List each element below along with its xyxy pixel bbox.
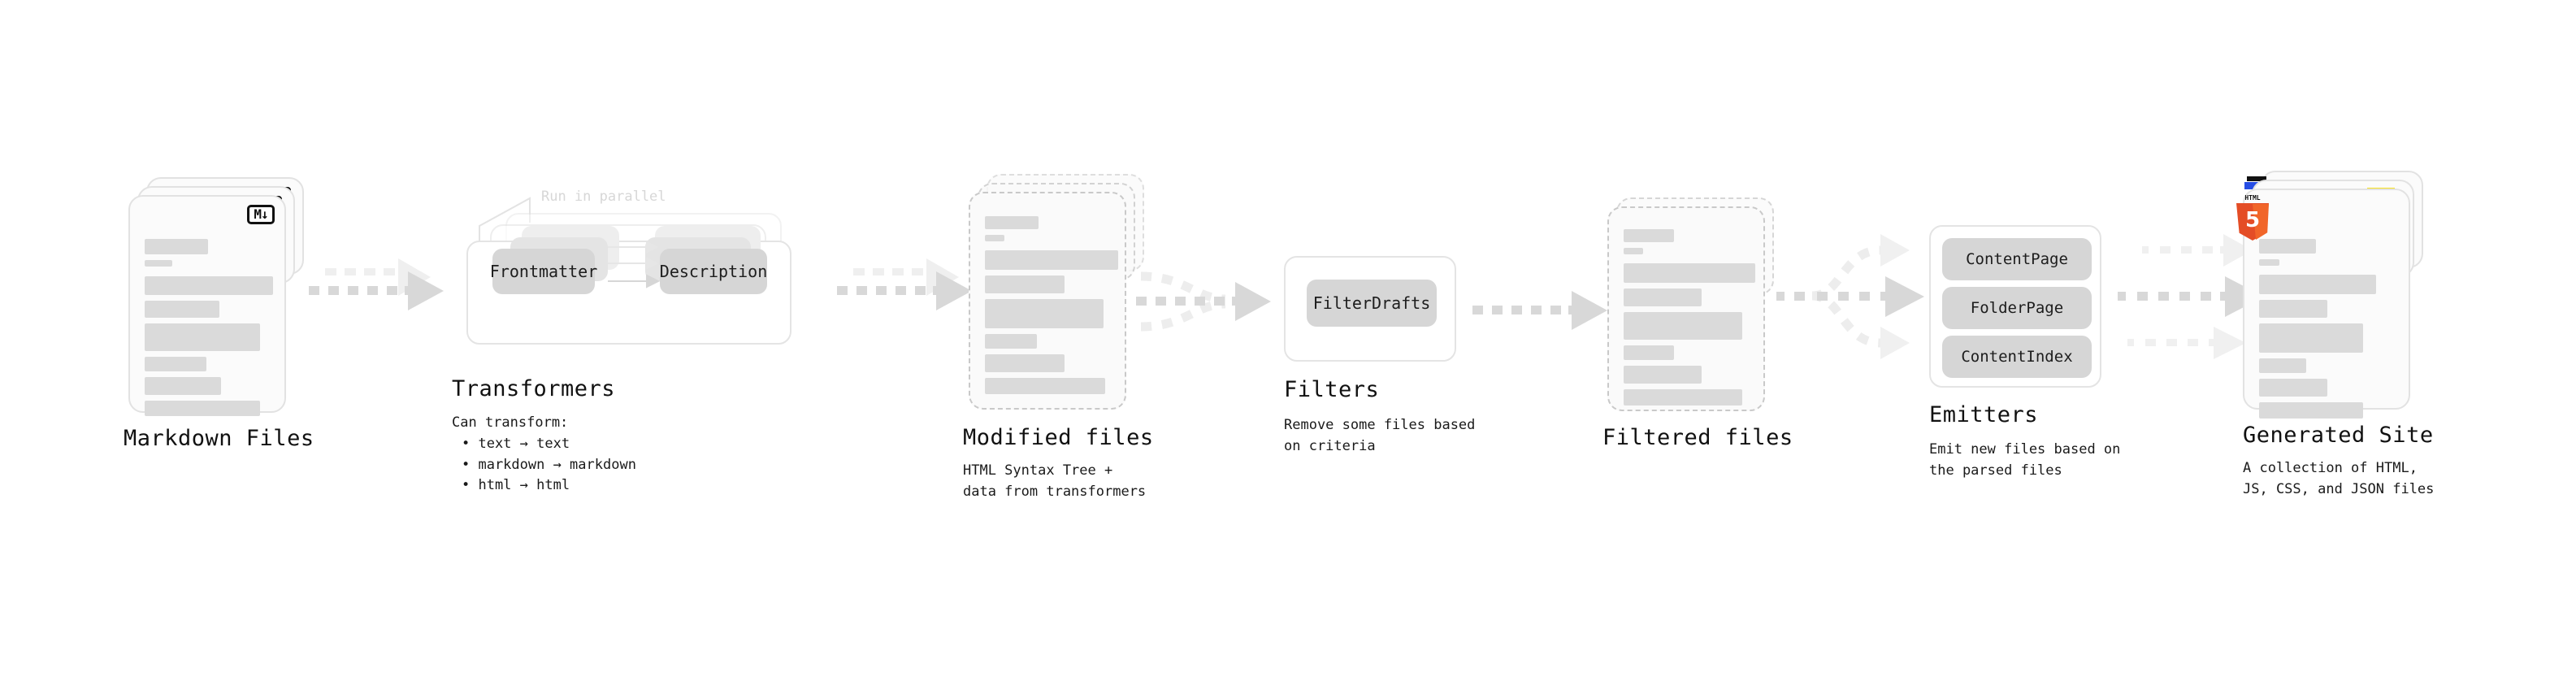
- stage-title-modified-files: Modified files: [963, 425, 1154, 450]
- stage-title-transformers: Transformers: [452, 376, 616, 401]
- markdown-icon: M↓: [247, 205, 275, 224]
- subtitle-line: data from transformers: [963, 484, 1147, 501]
- connector-transformers-to-modified: [837, 258, 972, 310]
- stage-subtitle-generated-site: A collection of HTML, JS, CSS, and JSON …: [2243, 458, 2434, 501]
- subtitle-line: the parsed files: [1929, 462, 2062, 479]
- subtitle-line: • markdown → markdown: [462, 456, 636, 473]
- stage-title-markdown-files: Markdown Files: [124, 426, 314, 451]
- subtitle-line: Remove some files based: [1284, 417, 1476, 433]
- file-content-placeholder: [1624, 229, 1755, 411]
- connector-markdown-to-transformers: [309, 258, 444, 310]
- stage-title-filtered-files: Filtered files: [1602, 425, 1793, 450]
- file-content-placeholder: [2259, 239, 2394, 424]
- stage-subtitle-modified-files: HTML Syntax Tree + data from transformer…: [963, 460, 1146, 503]
- stage-title-filters: Filters: [1284, 377, 1380, 402]
- run-in-parallel-label: Run in parallel: [541, 189, 666, 205]
- file-card-front: [969, 192, 1126, 410]
- chip-filterdrafts[interactable]: FilterDrafts: [1307, 280, 1437, 327]
- transformer-inner-arrows: [608, 241, 661, 288]
- chip-contentpage[interactable]: ContentPage: [1942, 238, 2092, 280]
- stage-subtitle-filters: Remove some files based on criteria: [1284, 414, 1475, 458]
- emitters-box: ContentPage FolderPage ContentIndex: [1929, 225, 2101, 388]
- stage-subtitle-emitters: Emit new files based on the parsed files: [1929, 439, 2120, 482]
- subtitle-line: A collection of HTML,: [2243, 460, 2418, 476]
- file-content-placeholder: [145, 239, 273, 422]
- connector-filtered-to-emitters: [1776, 234, 1924, 359]
- stage-subtitle-transformers: Can transform: • text → text • markdown …: [452, 413, 636, 497]
- chip-folderpage[interactable]: FolderPage: [1942, 287, 2092, 329]
- connector-filters-to-filtered: [1472, 291, 1607, 330]
- file-card-front: HTML 5: [2236, 189, 2410, 419]
- stage-title-generated-site: Generated Site: [2243, 423, 2434, 448]
- subtitle-line: JS, CSS, and JSON files: [2243, 481, 2435, 498]
- filters-box: FilterDrafts: [1284, 256, 1456, 362]
- chip-frontmatter[interactable]: Frontmatter: [490, 249, 597, 294]
- file-content-placeholder: [985, 216, 1118, 400]
- chip-contentindex[interactable]: ContentIndex: [1942, 336, 2092, 378]
- html5-icon-text: HTML: [2244, 194, 2261, 202]
- transformers-group: Run in parallel Frontmatter Description: [452, 189, 834, 366]
- subtitle-line: • html → html: [462, 477, 570, 494]
- html5-icon: HTML 5: [2235, 194, 2270, 241]
- subtitle-line: on criteria: [1284, 438, 1376, 455]
- file-card-front: M↓: [128, 195, 286, 416]
- file-card-front: [1607, 206, 1765, 411]
- connector-modified-to-filters: [1136, 271, 1271, 332]
- subtitle-line: HTML Syntax Tree +: [963, 462, 1113, 479]
- subtitle-line: • text → text: [462, 435, 570, 452]
- subtitle-line: Emit new files based on: [1929, 441, 2121, 458]
- subtitle-line: Can transform:: [452, 414, 569, 431]
- chip-description[interactable]: Description: [660, 249, 767, 294]
- stage-title-emitters: Emitters: [1929, 402, 2039, 427]
